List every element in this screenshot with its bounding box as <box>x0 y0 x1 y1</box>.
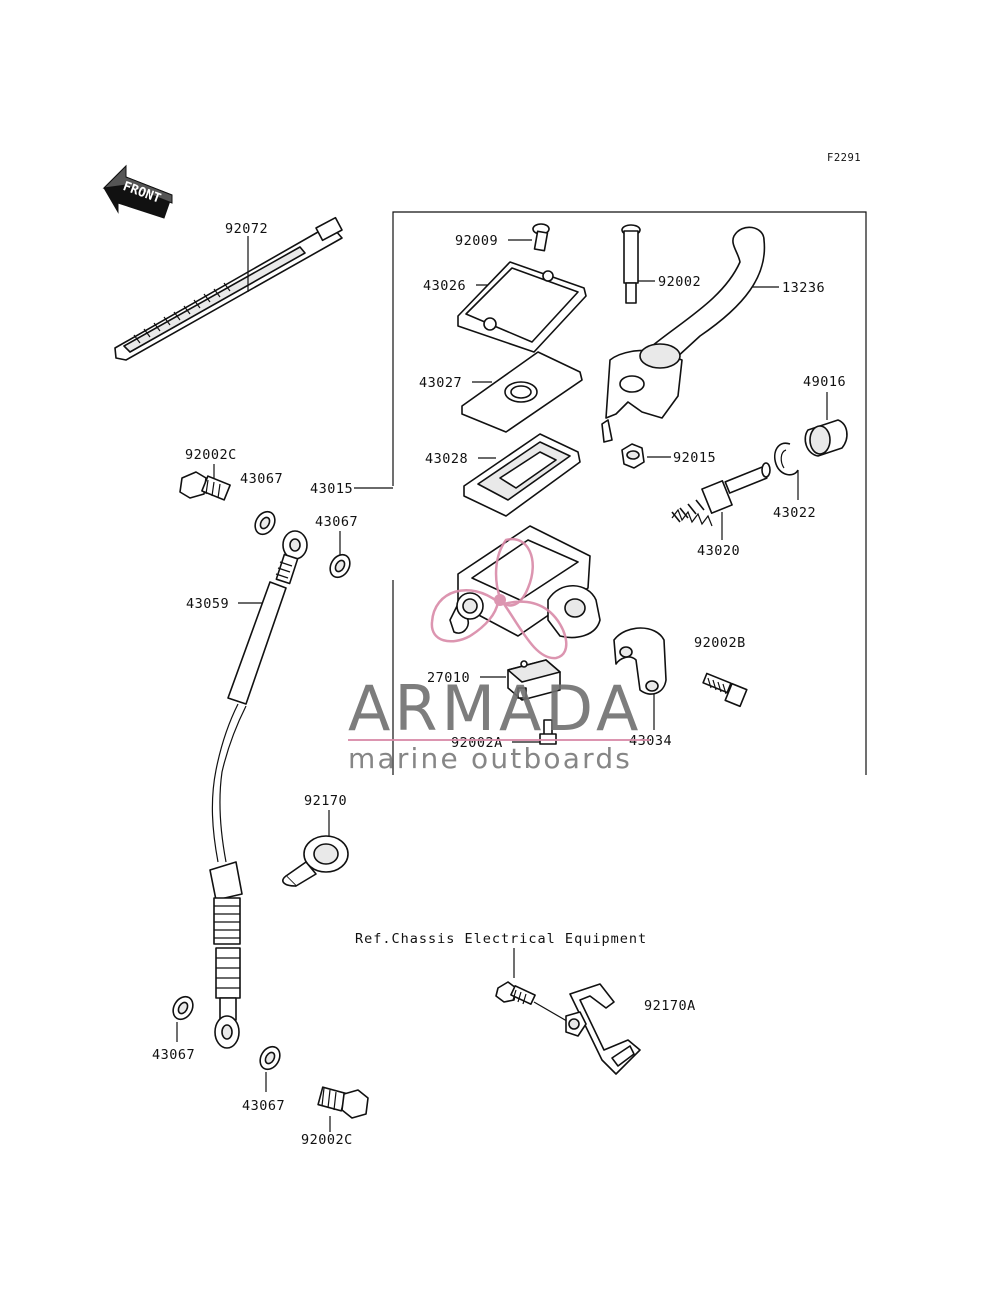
washer-icon <box>259 1045 281 1071</box>
reservoir-cap-icon <box>457 261 587 353</box>
label-43067-a: 43067 <box>240 471 283 487</box>
washer-icon <box>172 995 194 1021</box>
armada-logo-icon <box>430 537 568 660</box>
watermark-brand: ARMADA <box>348 672 642 745</box>
label-43015: 43015 <box>310 481 353 497</box>
label-92009: 92009 <box>455 233 498 249</box>
reference-note: Ref.Chassis Electrical Equipment <box>355 931 647 947</box>
label-43026: 43026 <box>423 278 466 294</box>
front-arrow-icon: FRONT <box>102 164 173 219</box>
banjo-bolt-icon <box>179 471 231 501</box>
brake-switch-icon <box>507 659 561 701</box>
pivot-bolt-icon <box>621 224 641 304</box>
hose-clamp-icon <box>282 835 349 887</box>
nut-icon <box>621 443 645 469</box>
master-cylinder-body-icon <box>449 525 601 639</box>
cable-tie-icon <box>114 216 343 361</box>
brake-hose-icon <box>209 530 308 1049</box>
diaphragm-plate-icon <box>461 351 583 433</box>
brake-lever-icon <box>601 226 766 443</box>
dust-boot-icon <box>804 419 848 457</box>
label-43034: 43034 <box>629 733 672 749</box>
diagram-code: F2291 <box>827 152 861 164</box>
screw-icon <box>532 223 550 252</box>
label-43020: 43020 <box>697 543 740 559</box>
watermark-tagline: marine outboards <box>348 742 632 775</box>
label-13236: 13236 <box>782 280 825 296</box>
diaphragm-icon <box>463 433 581 517</box>
label-43059: 43059 <box>186 596 229 612</box>
washer-icon <box>254 510 276 536</box>
label-27010: 27010 <box>427 670 470 686</box>
clamp-bolt-icon <box>702 672 748 708</box>
label-92072: 92072 <box>225 221 268 237</box>
label-43027: 43027 <box>419 375 462 391</box>
label-43067-d: 43067 <box>242 1098 285 1114</box>
handlebar-clamp-icon <box>613 627 667 695</box>
label-43022: 43022 <box>773 505 816 521</box>
label-92170: 92170 <box>304 793 347 809</box>
label-43067-c: 43067 <box>152 1047 195 1063</box>
label-92015: 92015 <box>673 450 716 466</box>
label-92002C-bottom: 92002C <box>301 1132 353 1148</box>
label-43028: 43028 <box>425 451 468 467</box>
label-49016: 49016 <box>803 374 846 390</box>
label-92002C-top: 92002C <box>185 447 237 463</box>
label-92002: 92002 <box>658 274 701 290</box>
piston-assembly-icon <box>671 462 771 527</box>
group-frame <box>392 211 867 775</box>
washer-icon <box>329 553 351 579</box>
banjo-bolt-icon <box>317 1086 369 1119</box>
label-92002B: 92002B <box>694 635 746 651</box>
label-92170A: 92170A <box>644 998 696 1014</box>
label-43067-b: 43067 <box>315 514 358 530</box>
armada-watermark: ARMADA marine outboards <box>348 537 650 775</box>
hose-bracket-icon <box>565 983 641 1075</box>
bracket-bolt-icon <box>495 981 573 1025</box>
circlip-icon <box>774 442 799 476</box>
